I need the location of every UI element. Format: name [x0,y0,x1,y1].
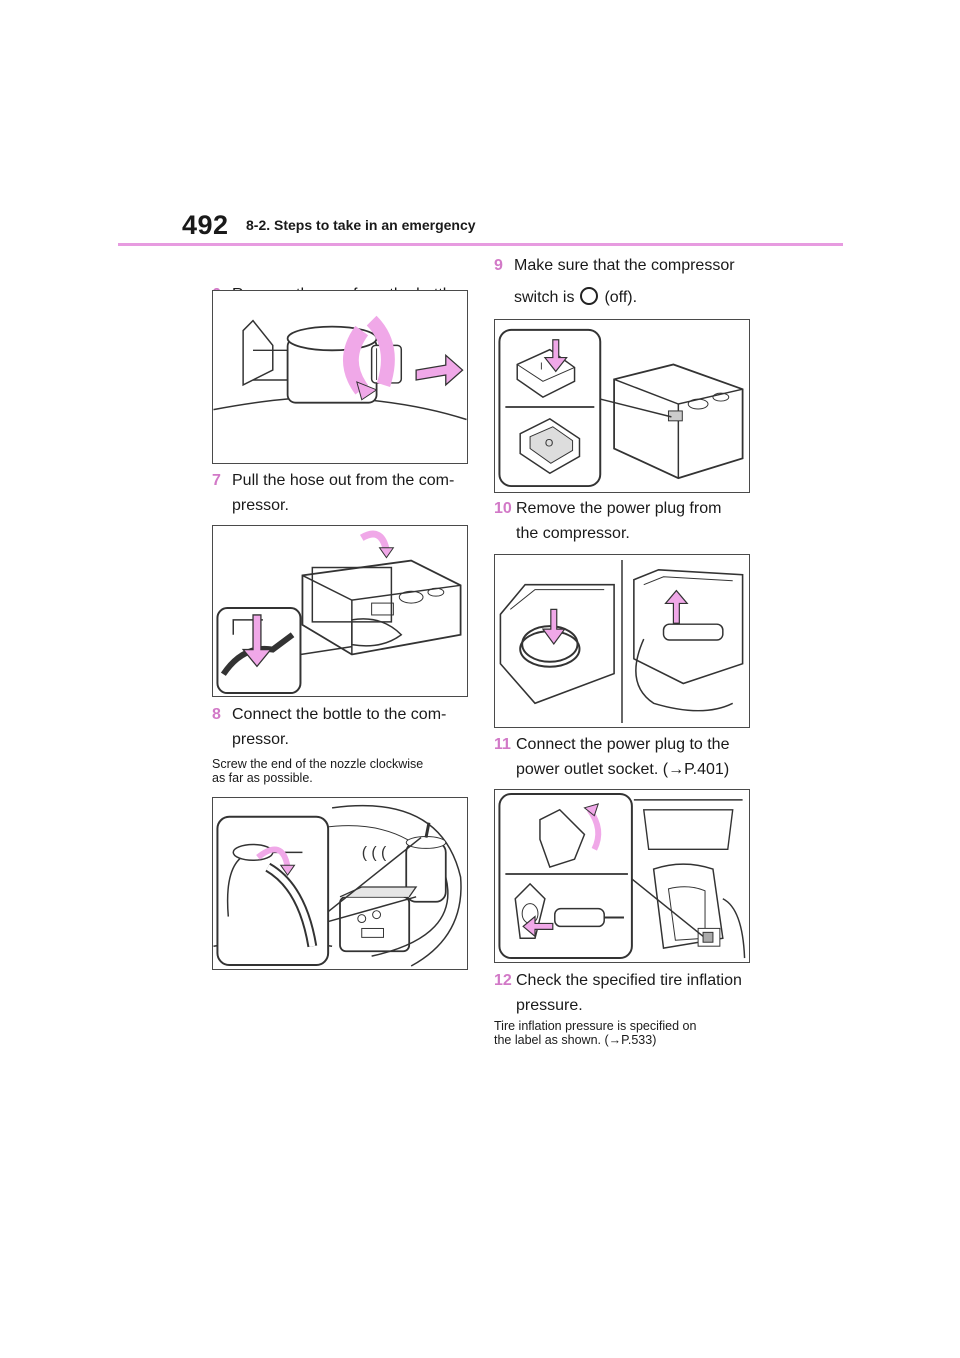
step-text: power outlet socket. (→P.401) [516,761,730,778]
switch-on-mark: I [540,361,543,372]
step-text: Connect the power plug to the [516,736,730,753]
step-text: Check the specified tire inflation [516,972,742,989]
step-number: 12 [494,972,512,989]
step-text: pressor. [232,731,289,748]
step-10: 10 Remove the power plug from the compre… [494,498,764,545]
step-text: pressor. [232,497,289,514]
step-text: Make sure that the compressor [514,257,735,274]
figure-pull-hose [212,525,468,697]
note-line: the label as shown. (→P.533) [494,1033,657,1047]
note-line: as far as possible. [212,771,313,785]
section-title: 8-2. Steps to take in an emergency [246,217,476,233]
step-number: 7 [212,472,221,489]
page-number: 492 [182,210,229,240]
step-text: Pull the hose out from the com- [232,472,455,489]
note-line: Tire inflation pressure is specified on [494,1019,697,1033]
step-text: Connect the bottle to the com- [232,706,447,723]
step-text: pressure. [516,997,583,1014]
step-7: 7 Pull the hose out from the com- presso… [212,470,472,517]
hose-compressor-illustration [216,530,462,695]
power-plug-illustration [499,559,744,724]
step-12: 12 Check the specified tire inflation pr… [494,970,764,1017]
step-number: 10 [494,500,512,517]
switch-off-mark: O [545,438,553,450]
header-rule [118,243,843,246]
step-number: 9 [494,257,503,274]
step-text: the compressor. [516,525,630,542]
figure-compressor-switch: I O [494,319,750,493]
step-text: switch is [514,289,575,306]
step-11: 11 Connect the power plug to the power o… [494,734,764,781]
bottle-cap-illustration [213,315,467,421]
svg-text:( ( (: ( ( ( [362,844,387,861]
step-12-note: Tire inflation pressure is specified on … [494,1019,764,1047]
figure-connect-bottle: ( ( ( [212,797,468,970]
step-text: (off). [604,289,638,306]
step-text: Remove the power plug from [516,500,722,517]
step-8-note: Screw the end of the nozzle clockwise as… [212,757,472,785]
power-outlet-illustration [498,792,746,960]
step-9: 9 Make sure that the compressor switch i… [494,255,764,309]
step-number: 8 [212,706,221,723]
figure-remove-cap [212,290,468,464]
step-text-switch: switch is (off). [494,287,764,309]
figure-connect-power-outlet [494,789,750,963]
figure-remove-power-plug [494,554,750,728]
step-number: 11 [494,736,511,753]
step-8: 8 Connect the bottle to the com- pressor… [212,704,472,751]
off-switch-icon [580,287,599,305]
bottle-connection-illustration: ( ( ( [213,804,462,967]
note-line: Screw the end of the nozzle clockwise [212,757,424,771]
compressor-switch-illustration: I O [498,328,744,488]
